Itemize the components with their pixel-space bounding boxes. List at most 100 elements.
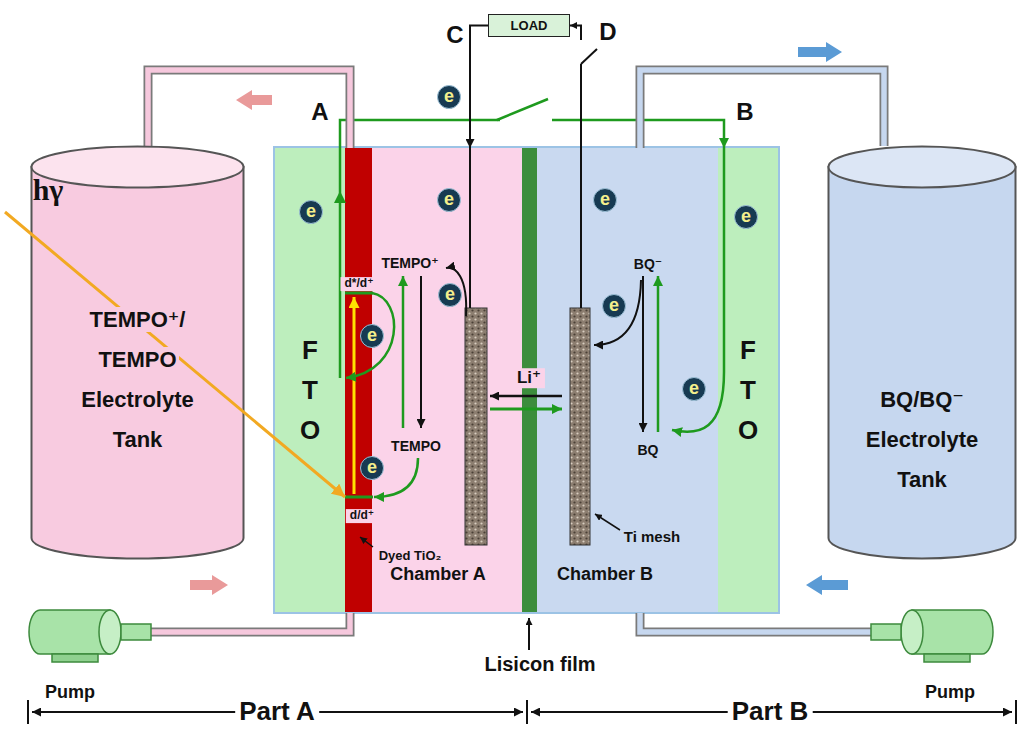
node-label: e: [609, 295, 619, 315]
terminal-label: B: [736, 98, 753, 126]
pump-symbol: [901, 610, 923, 654]
cell-frame: [274, 147, 779, 613]
text-holder: e: [689, 379, 699, 399]
flow-arrow: [236, 90, 272, 110]
charge-transfer-arrow: [402, 276, 405, 428]
node-label: F T O: [738, 335, 758, 445]
pump-label: Pump: [925, 682, 975, 703]
text-holder: F T O: [736, 330, 759, 450]
ion-label: Li⁺: [513, 368, 545, 388]
circuit-wire: [334, 191, 346, 203]
photo-excitation-arrow: [345, 292, 373, 295]
pump-symbol: [52, 654, 98, 662]
section-label: Part B: [728, 697, 813, 727]
electrolyte-tank: BQ/BQ⁻ Electrolyte Tank: [827, 145, 1017, 560]
electron-symbol: e: [593, 188, 617, 212]
ti-mesh: [570, 308, 590, 545]
leader-line: [360, 537, 373, 547]
node-label: BQ/BQ⁻ Electrolyte Tank: [864, 387, 981, 492]
node-label: e: [689, 378, 699, 398]
electron-symbol: e: [360, 456, 384, 480]
electrolyte-pipe: [151, 613, 871, 632]
flow-arrow: [806, 575, 848, 595]
text-holder: e: [367, 458, 377, 478]
charge-transfer-arrow: [420, 276, 422, 428]
text-holder: F T O: [298, 330, 321, 450]
node-label: e: [367, 457, 377, 477]
pipe-wall: [640, 70, 884, 148]
pipe-core: [640, 70, 884, 148]
terminal-label: A: [311, 98, 328, 126]
ti-mesh: [465, 308, 590, 545]
charge-transfer-arrow: [594, 280, 641, 345]
cell-frame: [275, 148, 345, 612]
cell-frame: [537, 148, 718, 612]
fto-electrode: F T O e: [275, 148, 345, 612]
electrolyte-pipe: [640, 70, 884, 148]
tank-outline: [827, 145, 1017, 560]
tank-body: [829, 167, 1016, 558]
pipe-core: [148, 70, 350, 148]
electron-symbol: e: [437, 188, 461, 212]
electrolyte-pipe: [151, 613, 350, 632]
load-box: LOAD: [488, 14, 570, 37]
cell-frame: [345, 148, 372, 612]
ion-arrow: [490, 395, 562, 398]
node-label: TEMPO⁺/ TEMPO Electrolyte Tank: [79, 307, 196, 452]
terminal-label: D: [599, 18, 616, 46]
component-label: Lisicon film: [484, 653, 595, 676]
dimension-line: [1015, 700, 1017, 724]
fto-electrode: F T O e: [718, 148, 778, 612]
electron-symbol: e: [682, 377, 706, 401]
node-label: e: [367, 325, 377, 345]
dimension-line: [28, 700, 1016, 724]
text-holder: Chamber B: [557, 564, 653, 586]
tank-body: [32, 167, 244, 558]
tank-lid: [829, 147, 1016, 188]
text-holder: TEMPO⁺/ TEMPO Electrolyte Tank: [68, 300, 208, 460]
electron-symbol: e: [438, 283, 462, 307]
photo-excitation-arrow: [353, 297, 356, 494]
charge-transfer-arrow: [346, 268, 658, 497]
node-label: e: [445, 284, 455, 304]
wire-line: [470, 26, 488, 149]
text-holder: e: [444, 87, 454, 107]
pump-label: Pump: [45, 682, 95, 703]
text-holder: BQ/BQ⁻ Electrolyte Tank: [852, 380, 992, 500]
pump-symbol: [924, 654, 970, 662]
cell-frame: [345, 148, 522, 612]
electrolyte-pipe: [640, 613, 871, 632]
pump-symbol: [912, 610, 993, 654]
light-symbol: hγ: [33, 173, 64, 208]
species-label: TEMPO⁺: [381, 255, 438, 271]
pump-symbol: [29, 610, 110, 654]
pump-symbol: [121, 624, 151, 640]
charge-transfer-arrow: [642, 276, 644, 432]
circuit-wire: [580, 148, 582, 308]
node-label: LOAD: [511, 18, 548, 33]
cell-frame: [274, 147, 779, 613]
light-ray: [5, 212, 345, 497]
pump-symbol: [871, 624, 901, 640]
electron-symbol: e: [299, 200, 323, 224]
pipe-wall: [148, 70, 350, 148]
charge-transfer-arrow: [657, 276, 660, 432]
electron-symbol: e: [360, 324, 384, 348]
species-label: TEMPO: [391, 438, 441, 454]
electron-symbol: e: [734, 205, 758, 229]
circuit-wire: [672, 148, 724, 432]
electrolyte-pipe: [151, 613, 350, 632]
electrolyte-pipe: [148, 70, 350, 148]
charge-transfer-arrow: [346, 293, 394, 378]
energy-level-label: d*/d⁺: [341, 277, 378, 291]
text-holder: e: [306, 202, 316, 222]
text-holder: e: [445, 285, 455, 305]
text-holder: LOAD: [511, 18, 548, 34]
node-label: e: [444, 189, 454, 209]
component-label: Ti mesh: [624, 528, 680, 545]
ion-arrow: [490, 408, 562, 411]
leader-line: [528, 618, 530, 650]
cell-frame: [718, 148, 778, 612]
